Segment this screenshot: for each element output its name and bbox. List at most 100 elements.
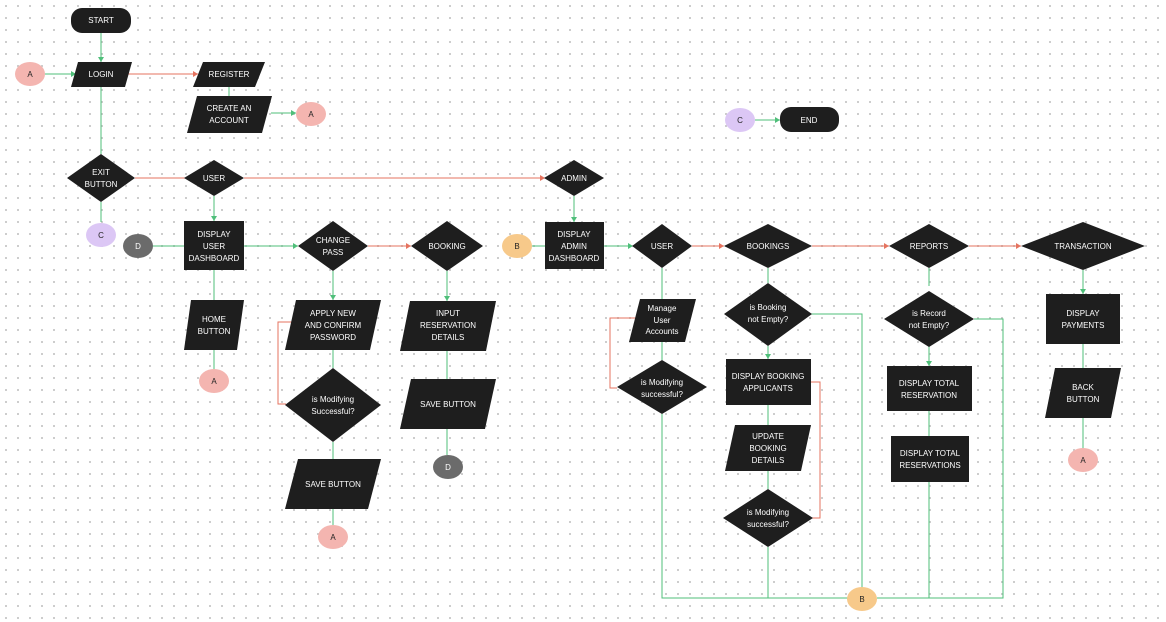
change-pass-label-2: PASS [323,248,344,257]
connector-a-label: A [27,70,33,79]
modify-success-user-decision[interactable]: is Modifying successful? [617,360,707,414]
transaction-label: TRANSACTION [1054,242,1112,251]
save-booking-label: SAVE BUTTON [420,400,476,409]
apply-label-2: AND CONFIRM [305,321,362,330]
update-label-3: DETAILS [752,456,785,465]
line-empty-b [811,313,863,588]
save-button-booking-node[interactable]: SAVE BUTTON [400,379,496,429]
modify-success-booking-decision[interactable]: is Modifying successful? [723,489,813,547]
home-label-2: BUTTON [198,327,231,336]
admin-user-label: USER [651,242,673,251]
login-label: LOGIN [89,70,114,79]
connector-a[interactable]: A [199,369,229,393]
transaction-decision[interactable]: TRANSACTION [1021,222,1145,270]
record-label-2: not Empty? [909,321,950,330]
modify-pass-label-2: Successful? [311,407,355,416]
connector-b[interactable]: B [502,234,532,258]
connector-a[interactable]: A [1068,448,1098,472]
manage-label-3: Accounts [646,327,679,336]
admin-dashboard-label-3: DASHBOARD [549,254,600,263]
save-button-pass-node[interactable]: SAVE BUTTON [285,459,381,509]
connector-lines [45,33,1086,599]
back-label-2: BUTTON [1067,395,1100,404]
start-terminal[interactable]: START [71,8,131,33]
change-pass-decision[interactable]: CHANGE PASS [298,221,368,271]
update-label-2: BOOKING [749,444,786,453]
display-booking-applicants-node[interactable]: DISPLAY BOOKING APPLICANTS [726,359,811,405]
modify-success-pass-decision[interactable]: is Modifying Successful? [285,368,381,442]
end-label: END [801,116,818,125]
connector-a-label: A [308,110,314,119]
booking-decision[interactable]: BOOKING [411,221,483,271]
login-node[interactable]: LOGIN [71,62,132,87]
connector-a-label: A [330,533,336,542]
manage-user-accounts-node[interactable]: Manage User Accounts [629,299,696,342]
back-button-node[interactable]: BACK BUTTON [1045,368,1121,418]
payments-label-1: DISPLAY [1066,309,1100,318]
shapes: START END LOGIN REGISTER CREATE AN ACCOU… [67,8,1145,547]
modify-booking-label-1: is Modifying [747,508,789,517]
input-label-1: INPUT [436,309,460,318]
display-admin-dashboard-node[interactable]: DISPLAY ADMIN DASHBOARD [545,222,604,269]
connector-d-label: D [445,463,451,472]
connector-c-label: C [98,231,104,240]
user-branch-decision[interactable]: USER [184,160,244,196]
admin-user-decision[interactable]: USER [632,224,692,268]
payments-label-2: PAYMENTS [1062,321,1105,330]
register-node[interactable]: REGISTER [193,62,265,87]
connector-a[interactable]: A [15,62,45,86]
booking-empty-label-1: is Booking [750,303,787,312]
connector-c[interactable]: C [725,108,755,132]
change-pass-label-1: CHANGE [316,236,350,245]
admin-branch-label: ADMIN [561,174,587,183]
line-modify-apply-loop [277,321,298,405]
connector-b-label: B [859,595,864,604]
end-terminal[interactable]: END [780,107,839,132]
apply-label-1: APPLY NEW [310,309,356,318]
line-modify-applicants-loop [811,381,821,519]
connector-d[interactable]: D [433,455,463,479]
record-not-empty-decision[interactable]: is Record not Empty? [884,291,974,347]
create-account-label-2: ACCOUNT [209,116,249,125]
reports-decision[interactable]: REPORTS [889,224,969,268]
home-button-node[interactable]: HOME BUTTON [184,300,244,350]
booking-not-empty-decision[interactable]: is Booking not Empty? [724,283,812,346]
input-label-2: RESERVATION [420,321,476,330]
admin-branch-decision[interactable]: ADMIN [544,160,604,196]
connector-d[interactable]: D [123,234,153,258]
connector-b[interactable]: B [847,587,877,611]
manage-label-2: User [654,316,671,325]
connector-a[interactable]: A [318,525,348,549]
connector-b-label: B [514,242,519,251]
line-totals-b [877,482,930,599]
reports-label: REPORTS [910,242,949,251]
apply-new-password-node[interactable]: APPLY NEW AND CONFIRM PASSWORD [285,300,381,350]
exit-button-decision[interactable]: EXIT BUTTON [67,154,135,202]
input-reservation-node[interactable]: INPUT RESERVATION DETAILS [400,301,496,351]
manage-label-1: Manage [648,304,677,313]
line-record-b [877,318,1004,599]
connector-c[interactable]: C [86,223,116,247]
create-account-node[interactable]: CREATE AN ACCOUNT [187,96,272,133]
home-label-1: HOME [202,315,226,324]
display-user-dashboard-node[interactable]: DISPLAY USER DASHBOARD [184,221,244,270]
user-branch-label: USER [203,174,225,183]
total-reservation-label-1: DISPLAY TOTAL [899,379,960,388]
connector-d-label: D [135,242,141,251]
update-booking-details-node[interactable]: UPDATE BOOKING DETAILS [725,425,811,471]
connector-a-label: A [1080,456,1086,465]
bookings-decision[interactable]: BOOKINGS [724,224,812,268]
line-modifybooking-b [767,547,848,599]
admin-dashboard-label-2: ADMIN [561,242,587,251]
display-payments-node[interactable]: DISPLAY PAYMENTS [1046,294,1120,344]
exit-label-1: EXIT [92,168,110,177]
display-total-reservations-node[interactable]: DISPLAY TOTAL RESERVATIONS [891,436,969,482]
user-dashboard-label-1: DISPLAY [197,230,231,239]
start-label: START [88,16,114,25]
modify-user-label-1: is Modifying [641,378,683,387]
connector-a[interactable]: A [296,102,326,126]
display-total-reservation-node[interactable]: DISPLAY TOTAL RESERVATION [887,366,972,411]
modify-user-label-2: successful? [641,390,683,399]
input-label-3: DETAILS [432,333,465,342]
back-label-1: BACK [1072,383,1094,392]
